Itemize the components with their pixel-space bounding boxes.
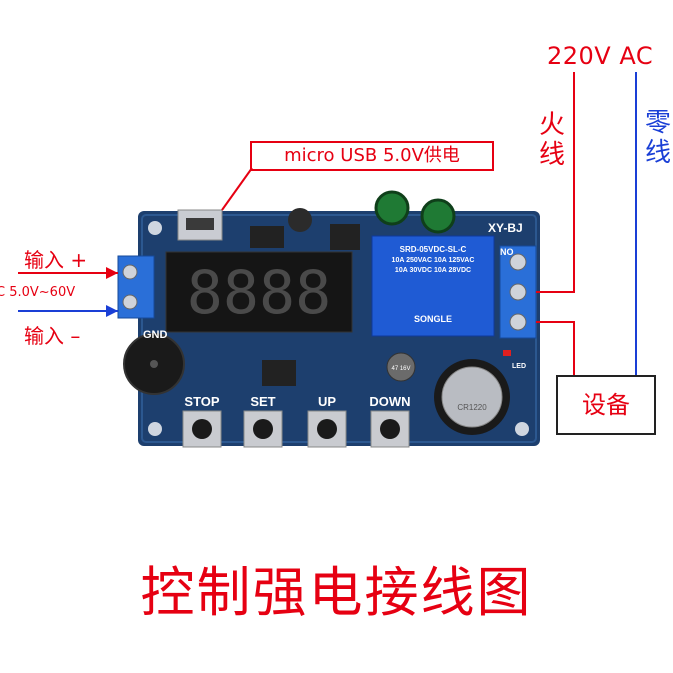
display-digits: 8888 [187, 258, 332, 328]
input-terminal-block [117, 255, 155, 319]
usb-opening [186, 218, 214, 230]
status-led [503, 350, 511, 356]
led-display [165, 251, 353, 333]
mount-hole [515, 422, 529, 436]
terminal-screw [122, 294, 138, 310]
ic-chip [330, 224, 360, 250]
coin-battery [441, 366, 503, 428]
device-box: 设备 [556, 375, 656, 435]
diagram-title: 控制强电接线图 [140, 561, 533, 624]
mount-hole [148, 221, 162, 235]
button-label-stop: STOP [184, 394, 219, 409]
terminal-screw [509, 253, 527, 271]
no-label: NO [500, 247, 514, 257]
capacitor [420, 198, 456, 234]
usb-callout-line [221, 167, 253, 211]
input-plus-label: 输入 + [24, 248, 88, 272]
buzzer-hole [150, 360, 158, 368]
inductor [288, 208, 312, 232]
neutral-wire-label: 零线 [644, 108, 671, 168]
live-wire-label: 火线 [538, 110, 565, 170]
relay-model: SRD-05VDC-SL-C [400, 245, 467, 254]
eeprom-chip [262, 360, 296, 386]
capacitor [374, 190, 410, 226]
led-label: LED [512, 363, 526, 370]
battery-text: CR1220 [457, 403, 487, 412]
relay-to-device-wire [536, 321, 575, 376]
mount-hole [148, 422, 162, 436]
live-wire [536, 72, 575, 293]
input-minus-arrow [106, 305, 118, 317]
gnd-label: GND [143, 329, 168, 341]
dc-range-label: DC 5.0V~60V [0, 285, 76, 300]
button-label-set: SET [250, 394, 275, 409]
button-label-up: UP [318, 394, 336, 409]
ic-chip [250, 226, 284, 248]
down-button-cap [380, 419, 400, 439]
up-button-cap [317, 419, 337, 439]
input-plus-arrow [106, 267, 118, 279]
relay-brand: SONGLE [414, 314, 452, 324]
button-label-down: DOWN [369, 394, 410, 409]
terminal-screw [509, 283, 527, 301]
set-button-cap [253, 419, 273, 439]
cap-text: 47 16V [391, 366, 410, 372]
small-capacitor [386, 352, 416, 382]
terminal-screw [509, 313, 527, 331]
input-minus-label: 输入 – [24, 324, 81, 348]
model-label: XY-BJ [488, 221, 523, 235]
relay-rating-2: 10A 30VDC 10A 28VDC [395, 267, 471, 274]
usb-power-callout: micro USB 5.0V供电 [250, 141, 494, 171]
terminal-screw [122, 264, 138, 280]
ac-label: 220V AC [547, 42, 654, 70]
stop-button-cap [192, 419, 212, 439]
relay-rating-1: 10A 250VAC 10A 125VAC [392, 257, 475, 264]
relay [371, 235, 495, 337]
